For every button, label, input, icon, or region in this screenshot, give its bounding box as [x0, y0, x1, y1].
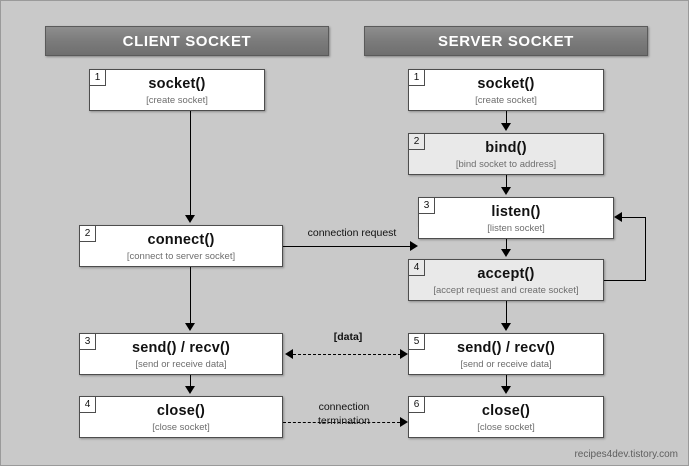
client-step-4-sub: [close socket] [152, 422, 210, 433]
client-step-4-number: 4 [80, 397, 96, 413]
client-step-send-recv[interactable]: 3 send() / recv() [send or receive data] [79, 333, 283, 375]
data-label: [data] [313, 331, 383, 344]
server-step-4-title: accept() [477, 266, 535, 282]
server-loop-arrow [614, 212, 622, 222]
server-loop-vertical-segment [645, 217, 646, 281]
server-step-listen[interactable]: 3 listen() [listen socket] [418, 197, 614, 239]
watermark: recipes4dev.tistory.com [574, 449, 678, 460]
connection-request-label: connection request [286, 227, 418, 240]
connection-termination-arrow [400, 417, 408, 427]
server-step-6-sub: [close socket] [477, 422, 535, 433]
connection-termination-label-line1: connection [296, 401, 392, 414]
data-exchange-arrow-right [400, 349, 408, 359]
server-step-bind[interactable]: 2 bind() [bind socket to address] [408, 133, 604, 175]
client-step-close[interactable]: 4 close() [close socket] [79, 396, 283, 438]
server-connector-accept-to-send [506, 301, 507, 325]
server-connector-socket-to-bind [506, 111, 507, 125]
client-step-connect[interactable]: 2 connect() [connect to server socket] [79, 225, 283, 267]
server-step-accept[interactable]: 4 accept() [accept request and create so… [408, 259, 604, 301]
server-arrow-bind-to-listen [501, 187, 511, 195]
server-step-5-sub: [send or receive data] [460, 359, 552, 370]
server-step-5-title: send() / recv() [456, 340, 556, 356]
client-step-4-title: close() [156, 403, 206, 419]
server-arrow-listen-to-accept [501, 249, 511, 257]
data-exchange-line [293, 354, 401, 355]
connection-termination-line [283, 422, 400, 423]
client-arrow-socket-to-connect [185, 215, 195, 223]
client-step-1-sub: [create socket] [146, 95, 208, 106]
server-step-2-number: 2 [409, 134, 425, 150]
connection-request-arrow [410, 241, 418, 251]
client-step-2-sub: [connect to server socket] [126, 251, 236, 262]
server-step-3-sub: [listen socket] [487, 223, 545, 234]
client-step-3-title: send() / recv() [131, 340, 231, 356]
client-connector-send-to-close [190, 375, 191, 388]
server-loop-bottom-segment [604, 280, 646, 281]
server-step-5-number: 5 [409, 334, 425, 350]
server-step-4-number: 4 [409, 260, 425, 276]
client-connector-socket-to-connect [190, 111, 191, 217]
client-step-2-title: connect() [147, 232, 215, 248]
server-arrow-accept-to-send [501, 323, 511, 331]
server-step-socket[interactable]: 1 socket() [create socket] [408, 69, 604, 111]
server-loop-top-segment [622, 217, 646, 218]
client-socket-header: CLIENT SOCKET [45, 26, 329, 56]
server-connector-send-to-close [506, 375, 507, 388]
server-step-1-number: 1 [409, 70, 425, 86]
server-step-2-title: bind() [485, 140, 527, 156]
connection-request-line [283, 246, 416, 247]
client-step-socket[interactable]: 1 socket() [create socket] [89, 69, 265, 111]
server-step-1-title: socket() [477, 76, 535, 92]
server-arrow-send-to-close [501, 386, 511, 394]
server-connector-bind-to-listen [506, 175, 507, 189]
server-step-send-recv[interactable]: 5 send() / recv() [send or receive data] [408, 333, 604, 375]
client-arrow-send-to-close [185, 386, 195, 394]
client-step-3-number: 3 [80, 334, 96, 350]
connection-termination-label-line2: termination [318, 415, 370, 427]
server-step-3-title: listen() [491, 204, 541, 220]
server-step-close[interactable]: 6 close() [close socket] [408, 396, 604, 438]
client-step-2-number: 2 [80, 226, 96, 242]
data-exchange-arrow-left [285, 349, 293, 359]
client-step-3-sub: [send or receive data] [135, 359, 227, 370]
client-arrow-connect-to-send [185, 323, 195, 331]
client-connector-connect-to-send [190, 267, 191, 325]
server-arrow-socket-to-bind [501, 123, 511, 131]
client-step-1-title: socket() [148, 76, 206, 92]
server-socket-header: SERVER SOCKET [364, 26, 648, 56]
server-step-3-number: 3 [419, 198, 435, 214]
server-step-2-sub: [bind socket to address] [455, 159, 557, 170]
server-step-6-number: 6 [409, 397, 425, 413]
server-step-4-sub: [accept request and create socket] [433, 285, 579, 296]
server-step-6-title: close() [481, 403, 531, 419]
server-step-1-sub: [create socket] [475, 95, 537, 106]
server-connector-listen-to-accept [506, 239, 507, 251]
client-step-1-number: 1 [90, 70, 106, 86]
